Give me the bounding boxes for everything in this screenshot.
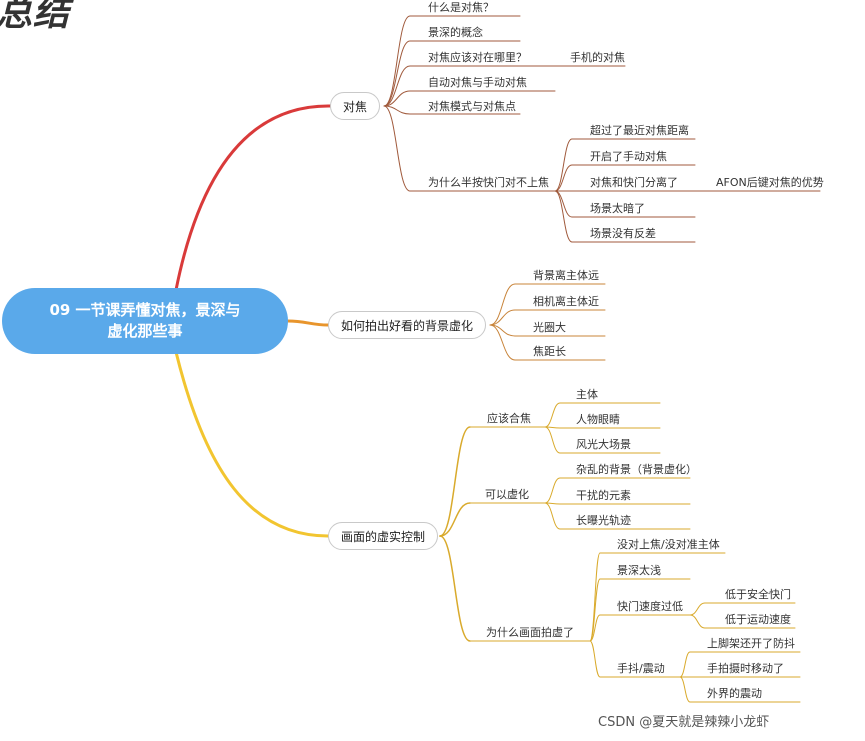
node-separated[interactable]: 对焦和快门分离了	[590, 176, 678, 189]
link-can-2	[544, 502, 561, 530]
node-manual-on[interactable]: 开启了手动对焦	[590, 150, 667, 163]
node-bg-far[interactable]: 背景离主体远	[533, 269, 599, 282]
node-distract[interactable]: 干扰的元素	[576, 489, 631, 502]
link-whyb-3	[589, 640, 601, 678]
node-below-motion[interactable]: 低于运动速度	[725, 613, 791, 626]
node-landscape[interactable]: 风光大场景	[576, 438, 631, 451]
link-whyb-1	[589, 578, 601, 642]
link-whyb-2	[589, 614, 601, 642]
topic-control[interactable]: 画面的虚实控制	[328, 522, 439, 550]
link-should	[439, 426, 471, 537]
link-focus-0	[383, 15, 411, 107]
link-can-0	[544, 477, 561, 504]
node-phone-focus[interactable]: 手机的对焦	[570, 51, 625, 64]
node-eyes[interactable]: 人物眼睛	[576, 413, 620, 426]
link-shake-0	[679, 651, 691, 678]
node-no-contrast[interactable]: 场景没有反差	[590, 227, 656, 240]
node-hand-moved[interactable]: 手拍摄时移动了	[707, 662, 784, 675]
node-why-blurry[interactable]: 为什么画面拍虚了	[486, 626, 574, 639]
branch-line-control	[174, 350, 330, 538]
node-tripod-ois[interactable]: 上脚架还开了防抖	[707, 637, 795, 650]
node-afon[interactable]: AFON后键对焦的优势	[716, 176, 824, 189]
link-focus-1	[383, 40, 411, 107]
node-where-focus[interactable]: 对焦应该对在哪里？	[428, 51, 527, 64]
node-what-is-focus[interactable]: 什么是对焦？	[428, 1, 494, 14]
link-bokeh-3	[489, 324, 516, 361]
link-should-2	[544, 426, 561, 454]
branch-line-focus	[174, 104, 332, 292]
corner-title: 总结	[0, 0, 71, 34]
link-shutter-0	[689, 602, 706, 616]
node-shallow-dof[interactable]: 景深太浅	[617, 564, 661, 577]
link-shake-2	[679, 676, 691, 703]
node-long-focal[interactable]: 焦距长	[533, 345, 566, 358]
link-why-1	[554, 164, 573, 192]
node-below-safe[interactable]: 低于安全快门	[725, 588, 791, 601]
link-shutter-1	[689, 614, 706, 629]
node-focus-modes[interactable]: 对焦模式与对焦点	[428, 100, 516, 113]
link-focus-5	[383, 105, 411, 192]
node-auto-manual[interactable]: 自动对焦与手动对焦	[428, 76, 527, 89]
link-why-0	[554, 138, 573, 192]
node-long-exposure[interactable]: 长曝光轨迹	[576, 514, 631, 527]
link-why-4	[554, 190, 573, 243]
node-shake[interactable]: 手抖/震动	[617, 662, 665, 675]
node-min-distance[interactable]: 超过了最近对焦距离	[590, 124, 689, 137]
node-subject[interactable]: 主体	[576, 388, 598, 401]
node-dof-concept[interactable]: 景深的概念	[428, 26, 483, 39]
root-topic-line2: 虚化那些事	[107, 322, 183, 340]
link-focus-2	[383, 65, 411, 107]
link-bokeh-0	[489, 283, 516, 326]
node-too-dark[interactable]: 场景太暗了	[590, 202, 645, 215]
node-slow-shutter[interactable]: 快门速度过低	[617, 600, 683, 613]
node-messy-bg[interactable]: 杂乱的背景（背景虚化）	[576, 463, 697, 476]
link-should-0	[544, 402, 561, 428]
branch-line-bokeh	[286, 319, 330, 327]
node-should-focus[interactable]: 应该合焦	[487, 412, 531, 425]
topic-focus[interactable]: 对焦	[330, 92, 381, 120]
link-why-3	[554, 190, 573, 218]
node-half-press[interactable]: 为什么半按快门对不上焦	[428, 176, 549, 189]
link-bokeh-1	[489, 309, 516, 326]
link-why-blur	[439, 535, 471, 642]
link-focus-4	[383, 105, 411, 115]
link-focus-3	[383, 90, 411, 107]
link-can	[439, 502, 471, 537]
topic-bokeh[interactable]: 如何拍出好看的背景虚化	[328, 311, 487, 339]
root-topic[interactable]: 09 一节课弄懂对焦，景深与 虚化那些事	[2, 288, 288, 354]
node-can-blur[interactable]: 可以虚化	[485, 488, 529, 501]
node-large-aperture[interactable]: 光圈大	[533, 321, 566, 334]
node-external-shake[interactable]: 外界的震动	[707, 687, 762, 700]
node-camera-near[interactable]: 相机离主体近	[533, 295, 599, 308]
watermark: CSDN @夏天就是辣辣小龙虾	[598, 715, 770, 730]
node-missed-focus[interactable]: 没对上焦/没对准主体	[617, 538, 720, 551]
root-topic-line1: 09 一节课弄懂对焦，景深与	[49, 301, 241, 319]
